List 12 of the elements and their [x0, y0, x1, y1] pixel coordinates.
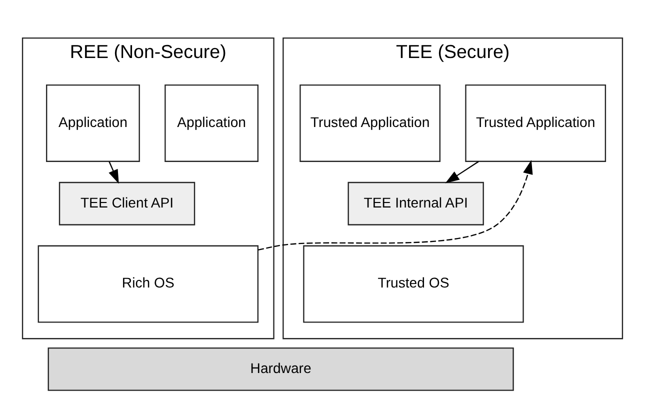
node-box: Trusted Application [465, 84, 606, 162]
node-box: Trusted OS [303, 245, 524, 323]
node-box: Rich OS [38, 245, 259, 323]
arrow [108, 161, 119, 184]
node-box: TEE Internal API [348, 182, 484, 226]
arrow [445, 161, 479, 184]
node-box: Trusted Application [300, 84, 440, 162]
node-box: Application [164, 84, 259, 162]
node-box: Application [46, 84, 140, 162]
node-box: TEE Client API [58, 182, 196, 226]
arrow [258, 160, 533, 251]
node-box: Hardware [48, 347, 514, 391]
